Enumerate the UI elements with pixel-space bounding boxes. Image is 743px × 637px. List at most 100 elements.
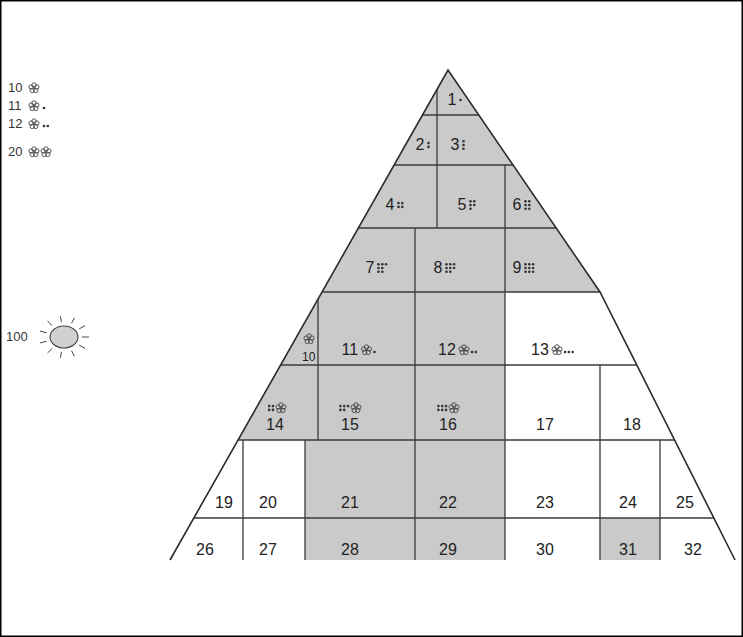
count-dot	[401, 202, 404, 205]
sun-disc	[50, 326, 78, 348]
count-dot	[524, 208, 527, 211]
cell-number: 28	[341, 541, 359, 559]
count-dot	[568, 351, 571, 354]
shaded-cell	[305, 440, 505, 560]
flower-petal	[276, 405, 280, 409]
flower-centre	[33, 123, 35, 125]
flower-symbol	[449, 403, 459, 413]
flower-symbol	[276, 403, 286, 413]
cell-number: 8	[434, 259, 443, 277]
number-cell: 7	[364, 258, 377, 278]
number-cell: 10	[300, 346, 318, 362]
count-dot	[475, 351, 478, 354]
count-dot	[532, 267, 535, 270]
cell-number: 31	[619, 541, 637, 559]
flower-centre	[33, 105, 35, 107]
cell-number: 14	[266, 416, 284, 434]
flower-petal	[29, 85, 33, 89]
number-cell: 15	[339, 415, 361, 435]
count-dot	[524, 204, 527, 207]
flower-symbol	[29, 101, 39, 111]
number-cell: 23	[534, 493, 556, 513]
count-dot	[445, 409, 448, 412]
count-dot	[445, 267, 448, 270]
count-dot	[427, 142, 430, 145]
column-line	[304, 440, 305, 560]
count-dot	[397, 206, 400, 209]
flower-symbol	[41, 147, 51, 157]
number-cell: 27	[257, 540, 279, 560]
number-cell: 3	[449, 135, 462, 155]
number-cell: 29	[437, 540, 459, 560]
number-cell: 19	[213, 493, 235, 513]
count-dot	[272, 409, 275, 412]
count-dot	[469, 208, 472, 211]
row-line	[394, 164, 513, 165]
cell-number: 22	[439, 494, 457, 512]
count-dot	[532, 263, 535, 266]
count-dot	[473, 204, 476, 207]
row-line	[422, 114, 478, 115]
sun-symbol	[40, 316, 89, 358]
cell-number: 12	[438, 341, 456, 359]
number-cell: 31	[617, 540, 639, 560]
count-dot	[564, 351, 567, 354]
flower-centre	[453, 407, 455, 409]
number-cell: 30	[534, 540, 556, 560]
pyramid-outline	[170, 70, 735, 560]
cell-number: 15	[341, 416, 359, 434]
cell-number: 10	[302, 351, 315, 364]
sun-ray	[60, 352, 62, 358]
flower-symbol	[29, 83, 39, 93]
column-line	[659, 440, 660, 560]
count-dot	[272, 405, 275, 408]
count-dot	[532, 271, 535, 274]
number-cell: 13	[529, 340, 551, 360]
key-number: 10	[8, 81, 22, 95]
sun-ray	[79, 345, 85, 348]
column-line	[242, 440, 243, 560]
flower-centre	[45, 151, 47, 153]
shaded-cell	[600, 518, 660, 560]
key-number: 12	[8, 117, 22, 131]
count-dot	[528, 271, 531, 274]
cell-number: 4	[386, 196, 395, 214]
cell-number: 27	[259, 541, 277, 559]
number-cell: 8	[432, 258, 445, 278]
number-cell: 18	[621, 415, 643, 435]
row-line	[281, 364, 637, 365]
count-dot	[528, 263, 531, 266]
count-dot	[459, 99, 462, 102]
cell-number: 32	[684, 541, 702, 559]
count-dot	[524, 200, 527, 203]
count-dot	[47, 125, 50, 128]
column-line	[436, 70, 437, 228]
number-cell: 14	[264, 415, 286, 435]
flower-petal	[351, 405, 355, 409]
number-cell: 24	[617, 493, 639, 513]
counting-marks	[29, 83, 574, 413]
count-dot	[377, 267, 380, 270]
count-dot	[445, 271, 448, 274]
cell-number: 13	[531, 341, 549, 359]
cell-number: 24	[619, 494, 637, 512]
flower-petal	[304, 336, 308, 340]
key-number: 11	[8, 99, 22, 113]
count-dot	[373, 351, 376, 354]
number-cell: 17	[534, 415, 556, 435]
count-dot	[339, 409, 342, 412]
cell-number: 29	[439, 541, 457, 559]
flower-centre	[463, 349, 465, 351]
count-dot	[377, 263, 380, 266]
count-dot	[397, 202, 400, 205]
flower-petal	[29, 121, 33, 125]
flower-centre	[556, 349, 558, 351]
sun-ray	[71, 351, 74, 356]
number-cell: 25	[674, 493, 696, 513]
count-dot	[339, 405, 342, 408]
count-dot	[445, 405, 448, 408]
cell-number: 11	[342, 341, 359, 359]
count-dot	[385, 263, 388, 266]
